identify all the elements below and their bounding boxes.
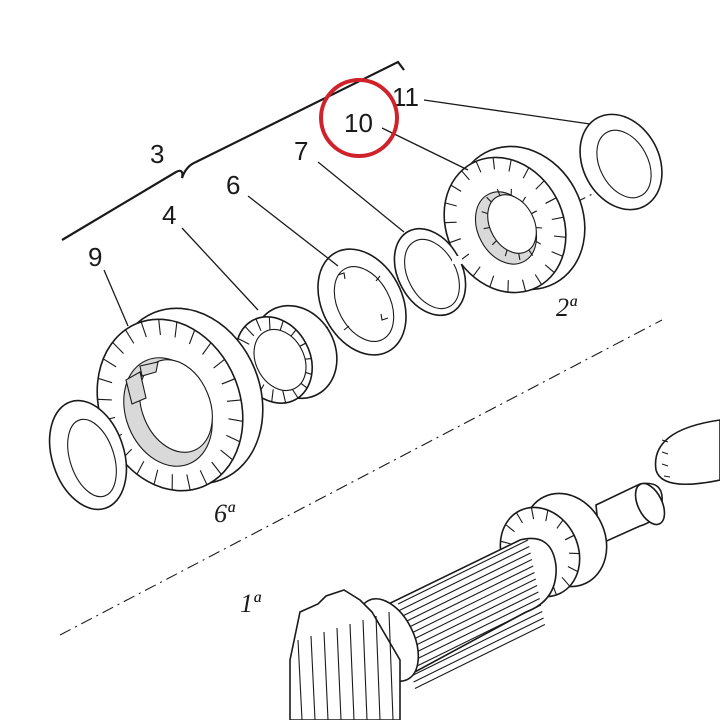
label-sixth-gear: 6ª xyxy=(214,499,236,528)
leader-11 xyxy=(423,99,591,125)
partial-gear-right-edge xyxy=(654,419,720,486)
thrust-washer-11 xyxy=(579,113,663,211)
callout-9: 9 xyxy=(88,242,102,272)
callout-10: 10 xyxy=(344,108,373,138)
splined-washer-6 xyxy=(317,248,407,356)
callout-3: 3 xyxy=(150,139,164,169)
highlight-circle xyxy=(319,78,399,158)
leader-9 xyxy=(103,269,129,327)
leader-6 xyxy=(247,195,339,267)
label-first-gear: 1ª xyxy=(240,589,262,618)
gear-second-10 xyxy=(443,145,586,294)
callout-4: 4 xyxy=(162,200,176,230)
label-second-gear: 2ª xyxy=(556,293,578,322)
thrust-washer-left xyxy=(48,399,128,511)
leader-4 xyxy=(181,227,259,311)
circlip-7 xyxy=(393,227,467,317)
group-bracket-3 xyxy=(61,60,405,241)
gear-sixth-9 xyxy=(96,307,264,492)
callout-6: 6 xyxy=(226,170,240,200)
lower-shaft-axis xyxy=(59,319,663,636)
leader-10 xyxy=(381,127,469,171)
callout-7: 7 xyxy=(294,136,308,166)
leader-7 xyxy=(317,161,405,233)
main-shaft xyxy=(289,482,666,720)
